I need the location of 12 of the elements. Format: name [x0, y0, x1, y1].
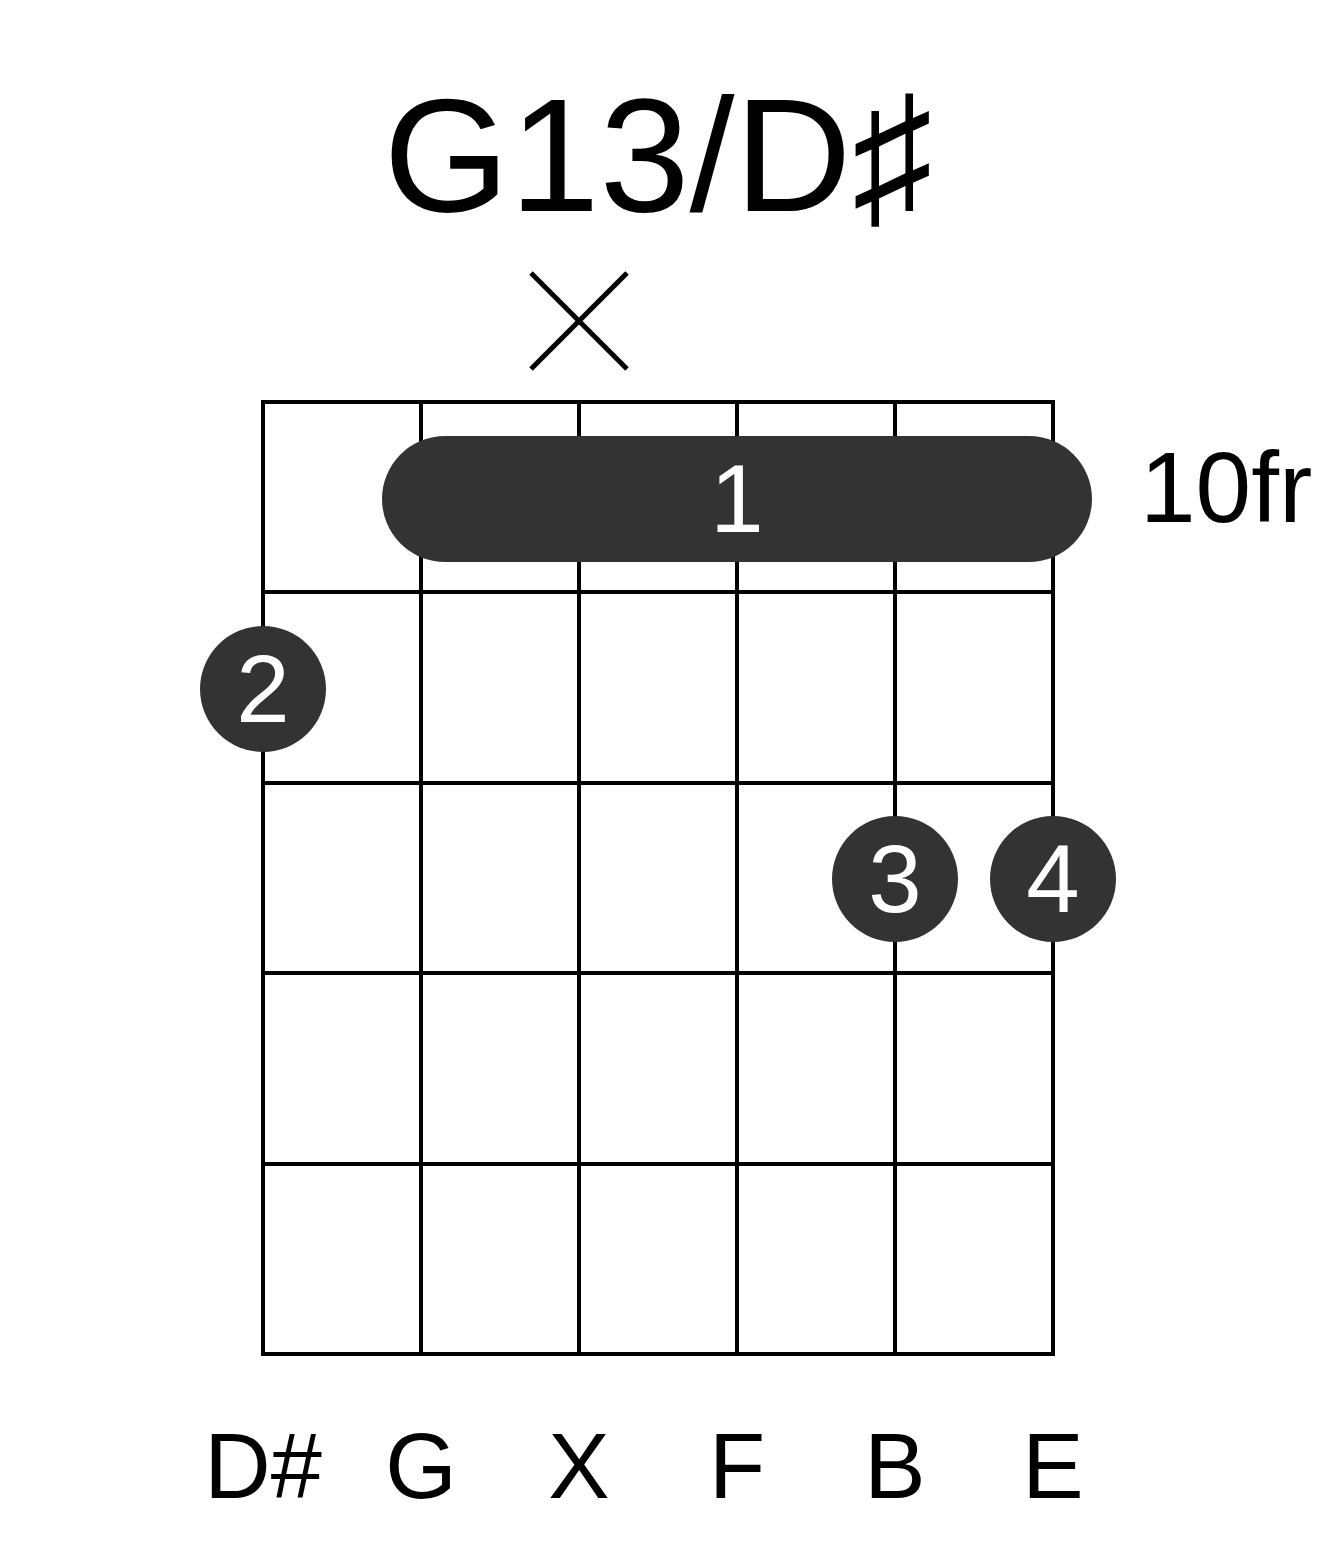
string-note-label: X — [548, 1420, 610, 1512]
string-note-label: B — [864, 1420, 926, 1512]
fret-number-label: 10fr — [1140, 437, 1313, 537]
finger-number: 2 — [236, 641, 290, 737]
string-note-label: G — [385, 1420, 457, 1512]
finger-number: 1 — [710, 451, 764, 547]
chord-title: G13/D♯ — [383, 74, 933, 236]
string-note-label: F — [708, 1420, 766, 1512]
finger-number: 3 — [868, 831, 922, 927]
string-note-label: E — [1022, 1420, 1084, 1512]
string-note-label: D# — [204, 1420, 322, 1512]
finger-number: 4 — [1026, 831, 1080, 927]
